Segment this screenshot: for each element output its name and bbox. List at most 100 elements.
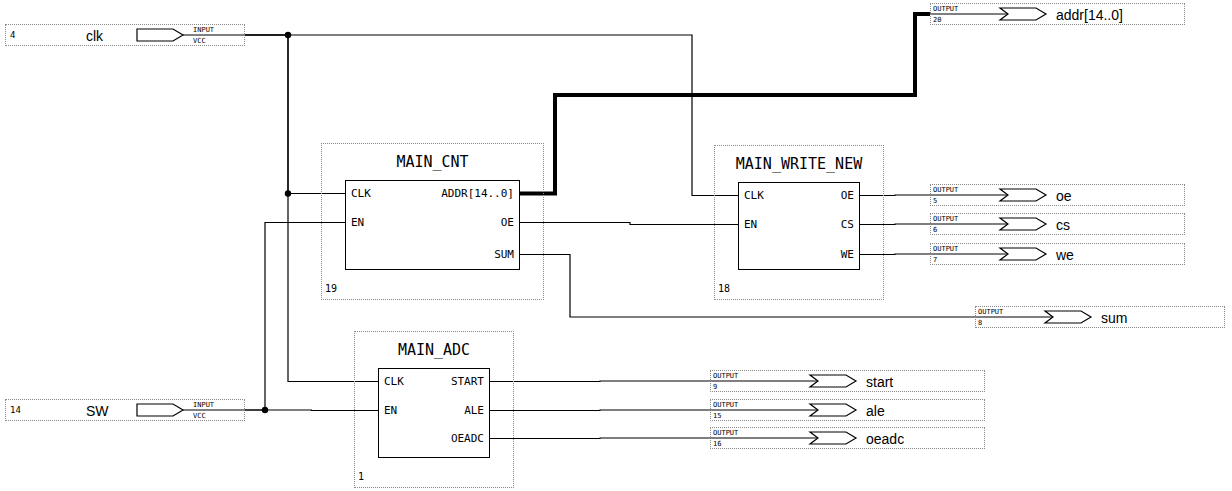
output-pin: OUTPUT7we — [930, 243, 1185, 265]
port-name: ADDR[14..0] — [441, 187, 514, 200]
pin-name: cs — [1056, 218, 1070, 232]
instance-number: 19 — [325, 284, 337, 294]
pin-type: INPUT — [193, 27, 214, 34]
block-symbol: MAIN_WRITE_NEWCLKENOECSWE18 — [738, 182, 860, 270]
port-name: EN — [351, 216, 364, 229]
port-name: EN — [744, 218, 757, 231]
port-name: CLK — [351, 187, 371, 200]
output-pin: OUTPUT 15 ale — [710, 399, 985, 421]
pin-name: ale — [866, 404, 885, 418]
output-pin: OUTPUT 6 cs — [930, 213, 1185, 235]
pin-symbol — [810, 432, 856, 444]
wire — [860, 194, 930, 196]
output-pin: OUTPUT 20 addr[14..0] — [930, 3, 1185, 25]
output-pin: OUTPUT 8 sum — [975, 306, 1225, 328]
pin-number: 5 — [933, 198, 937, 205]
pin-number: 20 — [933, 17, 941, 24]
pin-name: start — [866, 375, 893, 389]
pin-number: 16 — [713, 441, 721, 448]
block-title: MAIN_ADC — [339, 343, 529, 358]
input-pin: 14 SW INPUT VCC — [5, 399, 245, 421]
pin-type: OUTPUT — [933, 6, 958, 13]
instance-number: 1 — [358, 472, 364, 482]
wire — [245, 35, 345, 194]
pin-symbol — [137, 404, 183, 416]
pin-name: sum — [1101, 311, 1127, 325]
pin-name: clk — [86, 29, 103, 43]
pin-number: 8 — [978, 320, 982, 327]
pin-type: OUTPUT — [933, 216, 958, 223]
pin-stub — [183, 34, 245, 35]
pin-symbol — [1000, 248, 1046, 260]
pin-number: 15 — [713, 413, 721, 420]
output-pin: OUTPUT 9 start — [710, 370, 985, 392]
wire — [520, 223, 738, 225]
junction-dot — [285, 32, 291, 38]
wire — [860, 223, 930, 225]
wire — [245, 223, 345, 411]
pin-stub — [930, 253, 1008, 254]
block-symbol: MAIN_ADCCLKENSTARTALEOEADC1 — [378, 368, 490, 458]
pin-type: OUTPUT — [713, 373, 738, 380]
wire — [490, 409, 710, 411]
pin-stub — [930, 13, 1008, 14]
port-name: OE — [501, 216, 514, 229]
pin-type: OUTPUT — [933, 246, 958, 253]
pin-stub — [710, 380, 818, 381]
pin-stub — [930, 194, 1008, 195]
port-name: OEADC — [451, 432, 484, 445]
port-name: CLK — [384, 375, 404, 388]
port-name: OE — [841, 189, 854, 202]
pin-stub — [183, 409, 245, 410]
pin-symbol — [137, 29, 183, 41]
pin-symbol — [1000, 189, 1046, 201]
block-title: MAIN_CNT — [306, 155, 559, 170]
pin-stub — [710, 437, 818, 438]
wire — [490, 380, 710, 382]
pin-type: OUTPUT — [713, 430, 738, 437]
pin-name: oeadc — [866, 432, 904, 446]
pin-type: VCC — [193, 38, 206, 45]
wire — [520, 255, 975, 318]
output-pin: OUTPUT 5 oe — [930, 184, 1185, 206]
pin-type: INPUT — [193, 402, 214, 409]
pin-name: oe — [1056, 189, 1072, 203]
pin-type: VCC — [193, 413, 206, 420]
port-name: START — [451, 375, 484, 388]
block-title: MAIN_WRITE_NEW — [699, 157, 899, 172]
junction-dot — [285, 190, 291, 196]
pin-type: OUTPUT — [978, 309, 1003, 316]
pin-symbol — [810, 404, 856, 416]
pin-symbol — [1045, 311, 1091, 323]
port-name: CLK — [744, 189, 764, 202]
wire — [245, 35, 738, 196]
pin-stub — [975, 316, 1053, 317]
input-pin: 4clkINPUTVCC — [5, 24, 245, 46]
port-name: SUM — [494, 248, 514, 261]
pin-name: SW — [86, 404, 109, 418]
pin-stub — [930, 223, 1008, 224]
wire — [860, 253, 930, 255]
pin-stub — [710, 409, 818, 410]
bus-wire — [520, 14, 930, 194]
port-name: EN — [384, 404, 397, 417]
port-name: ALE — [464, 404, 484, 417]
instance-number: 18 — [718, 284, 730, 294]
pin-type: OUTPUT — [713, 402, 738, 409]
port-name: WE — [841, 248, 854, 261]
pin-number: 9 — [713, 384, 717, 391]
pin-symbol — [810, 375, 856, 387]
pin-type: OUTPUT — [933, 187, 958, 194]
port-name: CS — [841, 218, 854, 231]
pin-symbol — [1000, 8, 1046, 20]
wire — [490, 437, 710, 439]
block-symbol: MAIN_CNTCLKENADDR[14..0]OESUM19 — [345, 180, 520, 270]
junction-dot — [262, 407, 268, 413]
pin-number: 14 — [10, 406, 21, 415]
pin-name: addr[14..0] — [1056, 8, 1123, 22]
pin-number: 7 — [933, 257, 937, 264]
pin-number: 6 — [933, 227, 937, 234]
output-pin: OUTPUT 16 oeadc — [710, 427, 985, 449]
